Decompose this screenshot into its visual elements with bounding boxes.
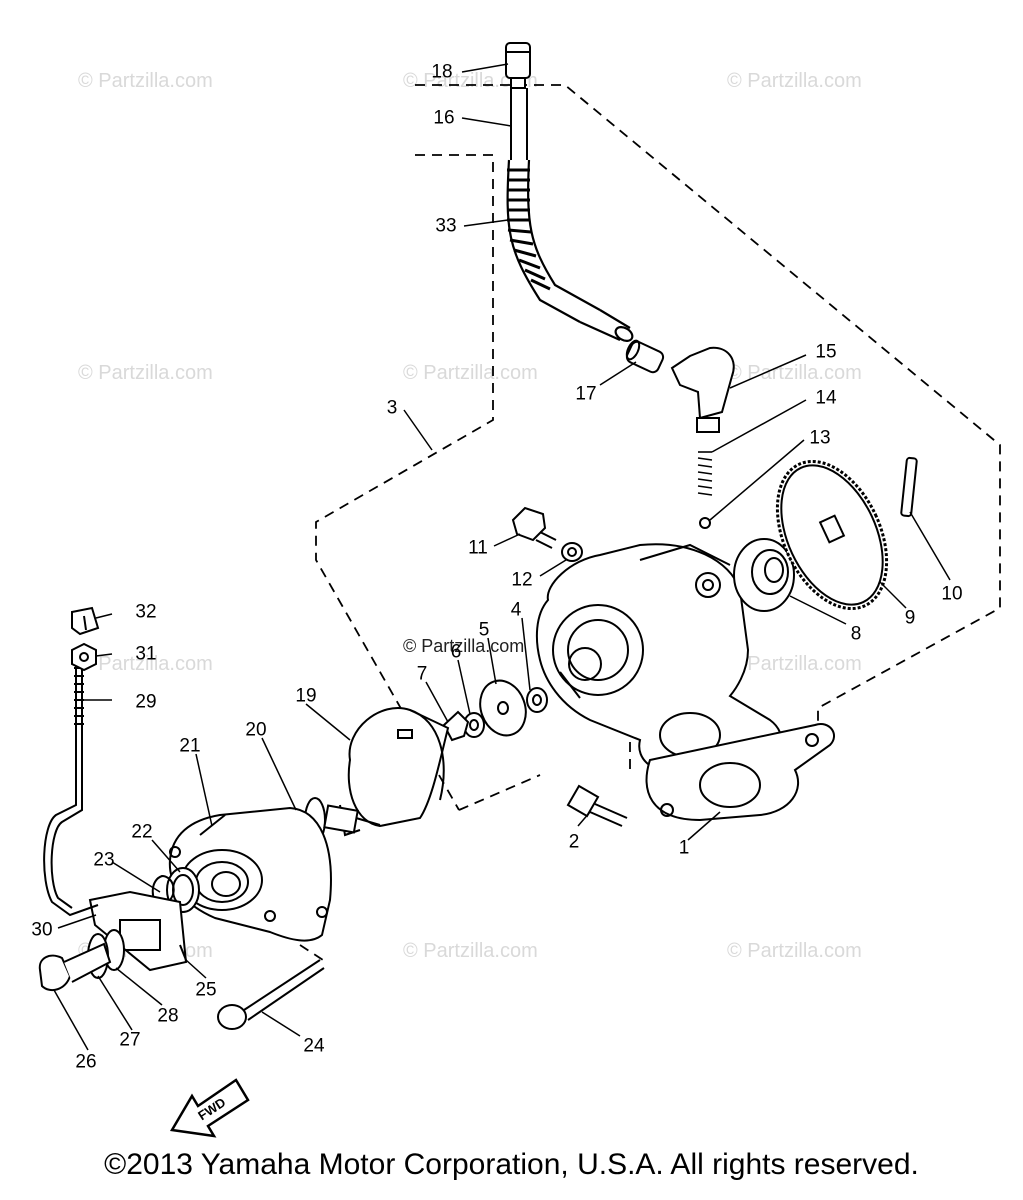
center-watermark: © Partzilla.com — [403, 636, 525, 656]
callout-3: 3 — [386, 397, 398, 419]
part-25-pointer — [179, 944, 187, 961]
callout-19: 19 — [295, 685, 317, 707]
part-16-inner-cable — [510, 88, 528, 160]
part-30-bracket — [88, 890, 188, 972]
callout-25: 25 — [195, 979, 217, 1001]
watermark: © Partzilla.com — [403, 940, 538, 962]
drive-shaft — [323, 804, 381, 834]
callout-6: 6 — [450, 641, 462, 663]
watermark: © Partzilla.com — [727, 940, 862, 962]
watermark: © Partzilla.com — [727, 70, 862, 92]
callout-13: 13 — [809, 427, 831, 449]
part-31-nut — [71, 642, 97, 672]
part-8-oil-seal — [733, 538, 795, 612]
callout-30: 30 — [31, 919, 53, 941]
callout-18: 18 — [431, 61, 453, 83]
part-1-gasket — [645, 723, 835, 822]
part-7-shaft — [442, 710, 470, 742]
part-14-spring — [697, 451, 713, 496]
assembly-boundary — [299, 84, 1001, 961]
callout-21: 21 — [179, 735, 201, 757]
part-18-cap — [505, 42, 531, 89]
part-4-washer — [526, 687, 548, 713]
part-5-plate — [479, 679, 527, 737]
watermark: © Partzilla.com — [78, 653, 213, 675]
pump-body — [535, 543, 782, 774]
callout-5: 5 — [478, 619, 490, 641]
callout-9: 9 — [904, 607, 916, 629]
part-24-screw — [217, 959, 325, 1030]
callout-2: 2 — [568, 831, 580, 853]
callout-10: 10 — [941, 583, 963, 605]
part-9-gear — [775, 459, 889, 611]
watermark: © Partzilla.com — [78, 362, 213, 384]
watermark: © Partzilla.com — [727, 653, 862, 675]
part-11-bolt — [511, 506, 557, 549]
watermark: © Partzilla.com — [727, 362, 862, 384]
callout-31: 31 — [135, 643, 157, 665]
callout-11: 11 — [468, 537, 488, 559]
part-33-cable-sheath — [506, 159, 634, 342]
part-15-elbow-fitting — [670, 346, 735, 433]
callout-15: 15 — [815, 341, 837, 363]
callout-12: 12 — [511, 569, 533, 591]
callout-8: 8 — [850, 623, 862, 645]
callout-1: 1 — [678, 837, 690, 859]
callout-23: 23 — [93, 849, 115, 871]
part-6-clip — [463, 712, 485, 738]
callout-7: 7 — [416, 663, 428, 685]
callout-27: 27 — [119, 1029, 141, 1051]
callout-24: 24 — [303, 1035, 325, 1057]
callout-17: 17 — [575, 383, 597, 405]
callout-28: 28 — [157, 1005, 179, 1027]
part-10-pin — [900, 456, 918, 518]
callout-4: 4 — [510, 599, 522, 621]
callout-26: 26 — [75, 1051, 97, 1073]
callout-14: 14 — [815, 387, 837, 409]
part-17-sleeve — [625, 339, 665, 374]
watermark: © Partzilla.com — [78, 70, 213, 92]
part-2-screw — [566, 784, 628, 827]
watermark: © Partzilla.com — [403, 70, 538, 92]
part-26-bolt — [38, 942, 112, 992]
callout-22: 22 — [131, 821, 153, 843]
leader-lines — [53, 63, 951, 1051]
fwd-arrow — [169, 1078, 250, 1138]
copyright-notice: ©2013 Yamaha Motor Corporation, U.S.A. A… — [104, 1148, 919, 1181]
part-13-ball — [699, 517, 711, 529]
callout-16: 16 — [433, 107, 455, 129]
callout-32: 32 — [135, 601, 157, 623]
part-12-washer — [561, 542, 583, 562]
callout-20: 20 — [245, 719, 267, 741]
part-32-nut — [71, 606, 100, 636]
callout-29: 29 — [135, 691, 157, 713]
watermark: © Partzilla.com — [403, 362, 538, 384]
part-29-rod — [43, 660, 99, 917]
callout-33: 33 — [435, 215, 457, 237]
